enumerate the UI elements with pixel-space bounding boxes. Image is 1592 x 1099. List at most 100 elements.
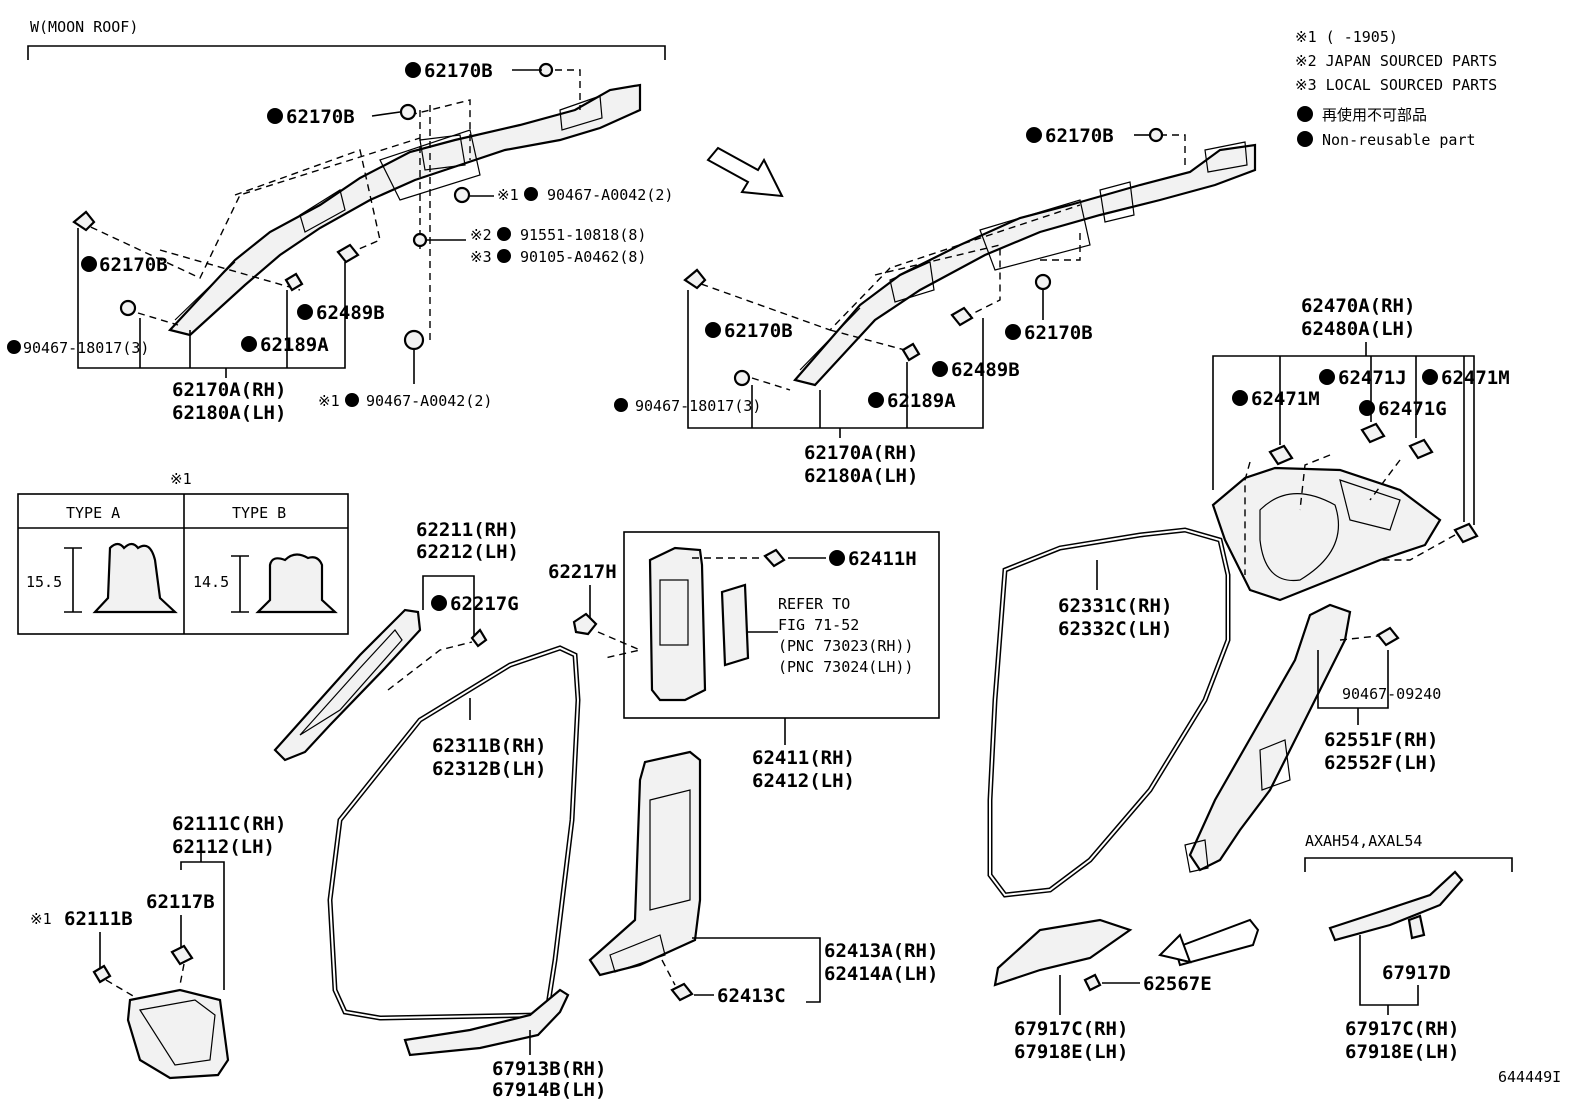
clip-type-b-icon (255, 553, 338, 614)
label-62112-lh: 62112(LH) (172, 836, 275, 858)
label-62170A-rh: 62170A(RH) (172, 379, 286, 401)
label-62217G: 62217G (450, 593, 519, 615)
label-91551-10818: 91551-10818(8) (520, 226, 646, 244)
label-62411H: 62411H (848, 548, 917, 570)
rear-scuff-plate (993, 918, 1133, 987)
top-right-group: 62170B 62170B 62170B 62489B 90467-18017(… (614, 125, 1257, 487)
clip-type-a-icon (92, 542, 178, 614)
clip-icon (1083, 973, 1102, 992)
front-weatherstrip-group: 62311B(RH) 62312B(LH) (327, 645, 581, 1021)
clip-icon (92, 964, 112, 984)
clip-icon (1360, 422, 1386, 444)
clip-icon (670, 982, 694, 1002)
b-pillar-lower-group: 62413A(RH) 62414A(LH) 62413C (588, 750, 938, 1007)
label-62471J: 62471J (1338, 367, 1407, 389)
label-62212-lh: 62212(LH) (416, 541, 519, 563)
label-62470A-rh: 62470A(RH) (1301, 295, 1415, 317)
cowl-mark: ※1 (30, 910, 52, 928)
clip-icon (470, 628, 488, 648)
top-left-group: W(MOON ROOF) 621 (7, 18, 673, 424)
clip-icon (1453, 522, 1479, 544)
rear-scuff-group: 62567E 67917C(RH) 67918E(LH) (993, 918, 1260, 1063)
label-90467-18017: 90467-18017(3) (23, 339, 149, 357)
clip-icon (572, 612, 598, 636)
legend-nonreuse-en: Non-reusable part (1322, 131, 1476, 149)
label-67917D: 67917D (1382, 962, 1451, 984)
bolt-icon (412, 232, 428, 248)
axah-title: AXAH54,AXAL54 (1305, 832, 1422, 850)
mark-1: ※1 (497, 186, 519, 204)
rear-door-weatherstrip (987, 527, 1231, 898)
clip-icon (763, 548, 786, 568)
bolt-icon (72, 210, 96, 232)
refer-line-4: (PNC 73024(LH)) (778, 658, 913, 676)
dim-15-5: 15.5 (26, 573, 62, 591)
arrow-icon (1173, 918, 1260, 967)
label-62211-rh: 62211(RH) (416, 519, 519, 541)
a-pillar-group: 62211(RH) 62212(LH) 62217G 62217H (273, 519, 643, 762)
b-pillar-upper-box (623, 531, 940, 719)
label-62412-lh: 62412(LH) (752, 770, 855, 792)
mark-2: ※2 (470, 226, 492, 244)
clip-icon (284, 272, 304, 292)
refer-line-1: REFER TO (778, 595, 850, 613)
refer-line-3: (PNC 73023(RH)) (778, 637, 913, 655)
non-reusable-dot-icon (1297, 106, 1313, 122)
type-box: ※1 TYPE A TYPE B 15.5 14.5 (17, 470, 349, 635)
label-90467-A0042: 90467-A0042(2) (366, 392, 492, 410)
quarter-trim-panel (1211, 466, 1442, 602)
arrow-icon (706, 146, 784, 198)
clip-icon (336, 243, 360, 264)
label-62331C-rh: 62331C(RH) (1058, 595, 1172, 617)
label-62411-rh: 62411(RH) (752, 747, 855, 769)
label-62480A-lh: 62480A(LH) (1301, 318, 1415, 340)
clip-icon (1376, 626, 1400, 647)
cowl-side-trim (126, 988, 230, 1080)
dim-14-5: 14.5 (193, 573, 229, 591)
c-pillar-lower-group: 90467-09240 62551F(RH) 62552F(LH) (1184, 603, 1441, 873)
front-scuff-plate (403, 988, 570, 1057)
label-62170B: 62170B (1045, 125, 1114, 147)
bolt-icon (399, 103, 417, 121)
legend-note-2: ※2 JAPAN SOURCED PARTS (1295, 52, 1497, 70)
legend-note-1: ※1 ( -1905) (1295, 28, 1398, 46)
label-62551F-rh: 62551F(RH) (1324, 729, 1438, 751)
label-62170B: 62170B (424, 60, 493, 82)
curtain-airbag-assembly (792, 143, 1257, 387)
bolt-icon (1034, 273, 1052, 291)
bolt-icon (683, 268, 707, 290)
seat-belt-adjuster-icon (720, 583, 750, 667)
label-67913B-rh: 67913B(RH) (492, 1058, 606, 1080)
label-62471M: 62471M (1251, 388, 1320, 410)
mark-3: ※3 (470, 248, 492, 266)
rear-weatherstrip-group: 62331C(RH) 62332C(LH) (987, 527, 1231, 898)
front-scuff-group: 67913B(RH) 67914B(LH) (403, 988, 606, 1099)
b-pillar-upper-garnish (648, 546, 707, 702)
label-62170B: 62170B (1024, 322, 1093, 344)
bolt-icon (733, 369, 751, 387)
label-62413C: 62413C (717, 985, 786, 1007)
b-pillar-upper-group: 62411H REFER TO FIG 71-52 (PNC 73023(RH)… (623, 531, 940, 792)
label-62414A-lh: 62414A(LH) (824, 963, 938, 985)
label-62471M: 62471M (1441, 367, 1510, 389)
label-62217H: 62217H (548, 561, 617, 583)
label-62117B: 62117B (146, 891, 215, 913)
label-62180A-lh: 62180A(LH) (172, 402, 286, 424)
axah-group: AXAH54,AXAL54 67917D 67917C(RH) 67918E(L… (1304, 832, 1513, 1063)
mark-1: ※1 (318, 392, 340, 410)
moon-roof-title: W(MOON ROOF) (30, 18, 138, 36)
non-reusable-dot-icon (1297, 131, 1313, 147)
label-62413A-rh: 62413A(RH) (824, 940, 938, 962)
label-62552F-lh: 62552F(LH) (1324, 752, 1438, 774)
label-62111B: 62111B (64, 908, 133, 930)
type-b-label: TYPE B (232, 504, 286, 522)
bolt-icon (119, 299, 137, 317)
curtain-airbag-assembly (167, 83, 642, 337)
type-a-label: TYPE A (66, 504, 120, 522)
label-62170B: 62170B (286, 106, 355, 128)
clip-icon (1268, 444, 1294, 466)
label-62170A-rh: 62170A(RH) (804, 442, 918, 464)
label-67917C-rh: 67917C(RH) (1014, 1018, 1128, 1040)
clip-icon (1408, 438, 1434, 460)
